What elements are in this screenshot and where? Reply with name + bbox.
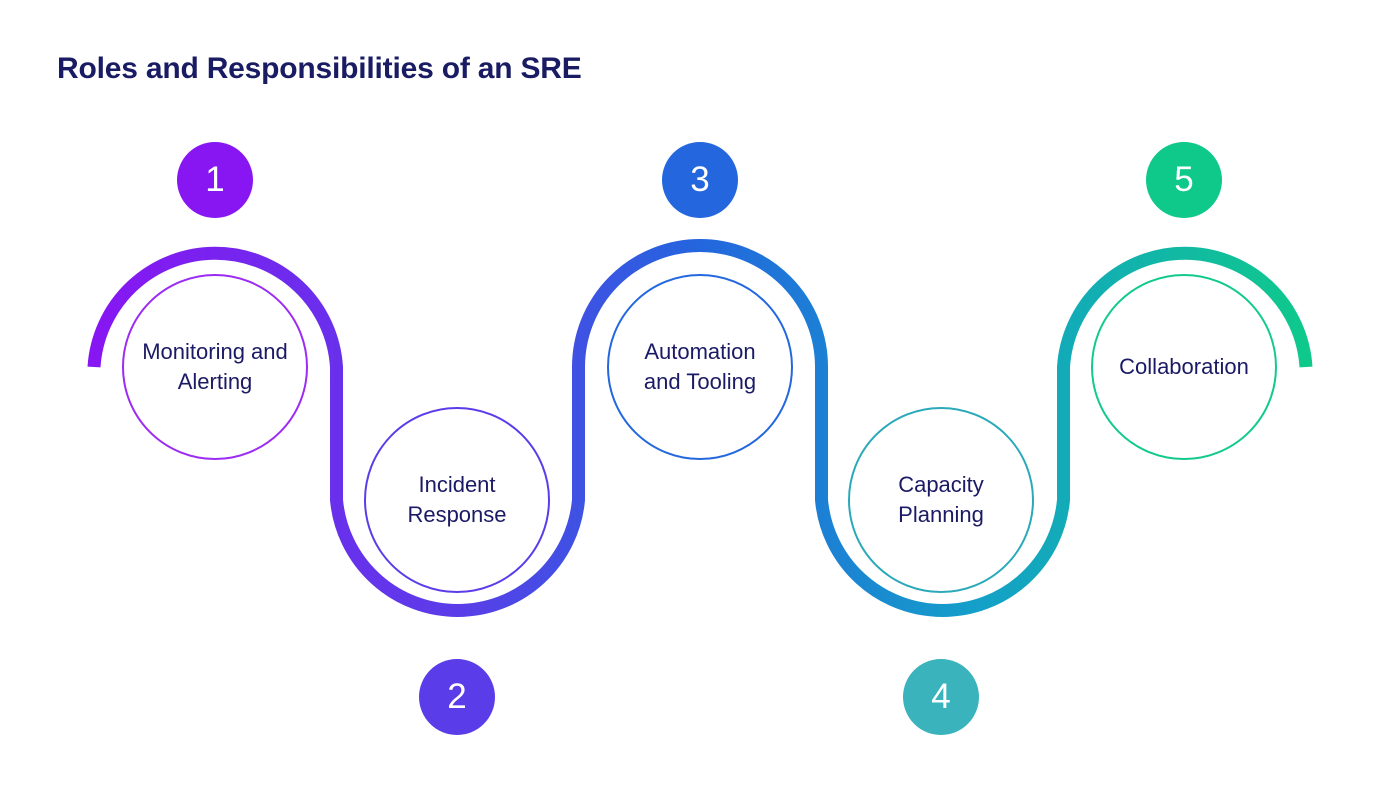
step-3-circle: Automation and Tooling [607, 274, 793, 460]
step-5-label: Collaboration [1119, 354, 1249, 379]
step-2-label: Incident Response [407, 472, 507, 527]
step-5-circle: Collaboration [1091, 274, 1277, 460]
wave-stroke [87, 239, 1313, 617]
step-1-label: Monitoring and Alerting [142, 339, 288, 394]
diagram-title: Roles and Responsibilities of an SRE [57, 52, 582, 85]
step-5-number-badge: 5 [1146, 142, 1222, 218]
step-3-number-badge: 3 [662, 142, 738, 218]
step-1-circle: Monitoring and Alerting [122, 274, 308, 460]
step-4-number-badge: 4 [903, 659, 979, 735]
step-3-label: Automation and Tooling [643, 339, 757, 394]
step-4-circle: Capacity Planning [848, 407, 1034, 593]
step-2-circle: Incident Response [364, 407, 550, 593]
step-2-number-badge: 2 [419, 659, 495, 735]
step-1-number-badge: 1 [177, 142, 253, 218]
step-4-label: Capacity Planning [898, 472, 984, 527]
